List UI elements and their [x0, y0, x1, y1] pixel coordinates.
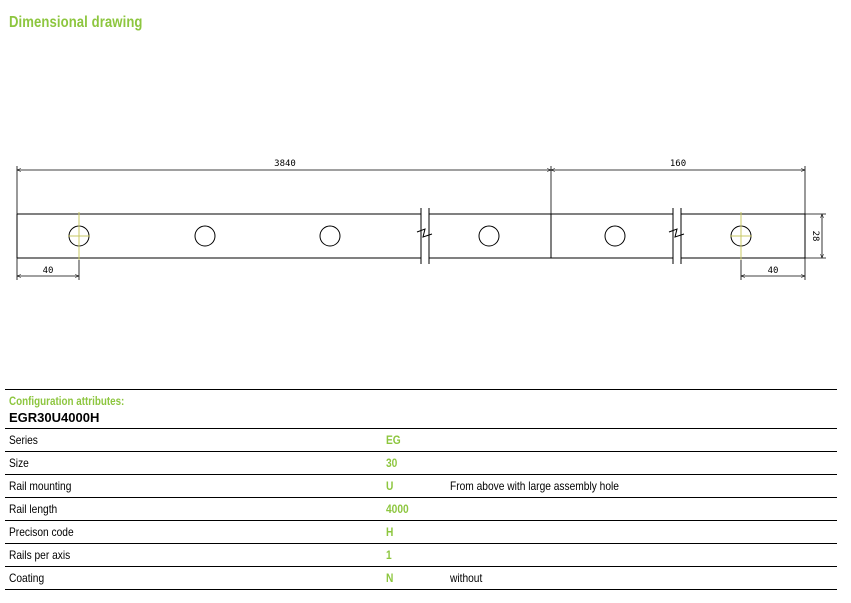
attribute-description: From above with large assembly hole: [450, 479, 619, 493]
attribute-name: Rail mounting: [9, 479, 72, 493]
attribute-value: EG: [386, 433, 401, 447]
attribute-name: Series: [9, 433, 38, 447]
break-symbol-right: [668, 208, 685, 264]
attribute-value: 1: [386, 548, 392, 562]
attribute-value: 4000: [386, 502, 409, 516]
table-row: Coating N without: [5, 567, 837, 590]
dim-label-3840: 3840: [274, 159, 296, 169]
dim-label-40-left: 40: [43, 266, 54, 276]
break-symbol-left: [416, 208, 433, 264]
page-title: Dimensional drawing: [9, 14, 143, 31]
hole-center-marks: [68, 212, 752, 260]
configuration-header: Configuration attributes: EGR30U4000H: [5, 389, 837, 429]
table-row: Series EG: [5, 429, 837, 452]
configuration-label: Configuration attributes:: [9, 394, 125, 408]
table-row: Rail length 4000: [5, 498, 837, 521]
table-row: Rail mounting U From above with large as…: [5, 475, 837, 498]
table-row: Precison code H: [5, 521, 837, 544]
configuration-table: Configuration attributes: EGR30U4000H Se…: [5, 389, 837, 590]
rail-outline: [16, 213, 806, 259]
attribute-description: without: [450, 571, 483, 585]
attribute-value: N: [386, 571, 394, 585]
table-row: Rails per axis 1: [5, 544, 837, 567]
dim-label-160: 160: [670, 159, 686, 169]
hole: [319, 225, 341, 247]
attribute-value: 30: [386, 456, 398, 470]
hole: [194, 225, 216, 247]
attribute-name: Size: [9, 456, 29, 470]
attribute-name: Coating: [9, 571, 45, 585]
table-row: Size 30: [5, 452, 837, 475]
dim-label-40-right: 40: [768, 266, 779, 276]
mounting-holes: [68, 225, 752, 247]
hole: [604, 225, 626, 247]
attribute-name: Precison code: [9, 525, 74, 539]
hole: [478, 225, 500, 247]
attribute-value: U: [386, 479, 394, 493]
dim-label-28: 28: [810, 231, 820, 242]
attribute-name: Rails per axis: [9, 548, 71, 562]
rail-dimensional-drawing: 3840 160 40 40 28: [16, 159, 826, 280]
attribute-value: H: [386, 525, 394, 539]
configuration-code: EGR30U4000H: [9, 410, 100, 425]
attribute-name: Rail length: [9, 502, 58, 516]
